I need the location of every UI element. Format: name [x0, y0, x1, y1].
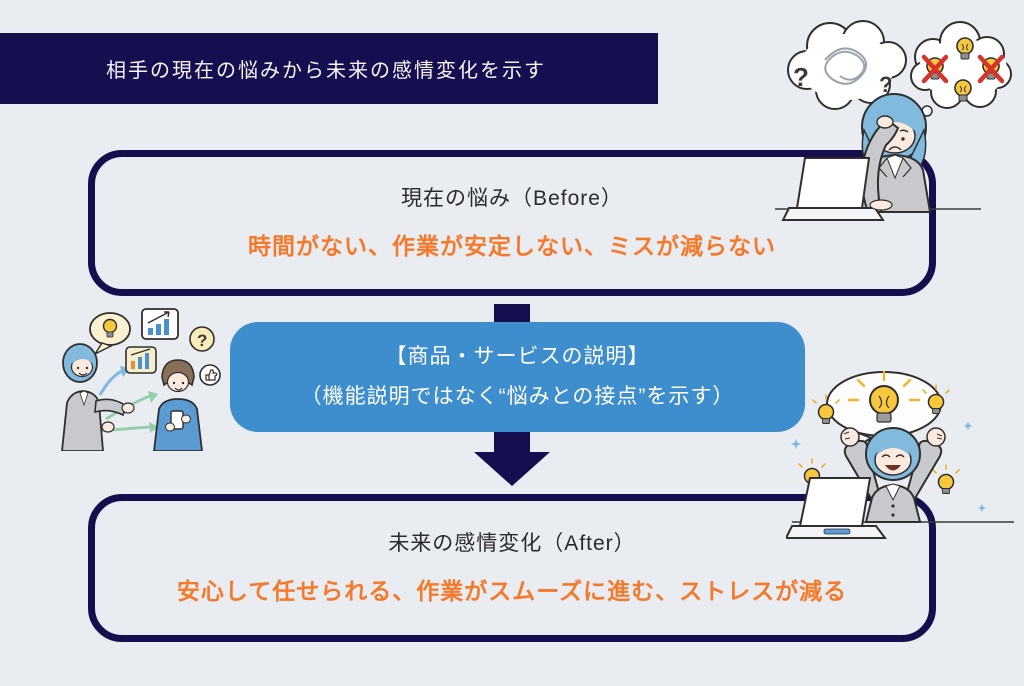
presenter-woman [61, 343, 135, 451]
crossed-ideas-bubble-icon [910, 21, 1012, 127]
red-x-icon [921, 54, 1005, 84]
service-box: 【商品・サービスの説明】 （機能説明ではなく“悩みとの接点”を示す） [230, 322, 805, 432]
header-bar: 相手の現在の悩みから未来の感情変化を示す [0, 33, 658, 104]
svg-text:?: ? [197, 331, 207, 350]
down-arrow-icon [474, 452, 550, 486]
discussion-illustration: ? [50, 303, 238, 451]
worried-woman [859, 93, 932, 213]
laptop-icon [781, 157, 893, 221]
after-box-highlight: 安心して任せられる、作業がスムーズに進む、ストレスが減る [176, 577, 848, 604]
worried-woman-illustration: ? ? [775, 12, 1015, 228]
bar-chart-bubble-icon [125, 346, 157, 374]
idea-speech-bubble-icon [826, 370, 942, 456]
listening-man [153, 359, 203, 451]
happy-woman-illustration [786, 360, 1018, 552]
page-title: 相手の現在の悩みから未来の感情変化を示す [106, 60, 546, 82]
tangled-thoughts-bubble-icon: ? ? [787, 20, 914, 125]
after-box: 未来の感情変化（After） 安心して任せられる、作業がスムーズに進む、ストレス… [88, 494, 936, 642]
lightbulb-icon [932, 464, 960, 495]
connector-shaft [494, 304, 530, 323]
before-box-title: 現在の悩み（Before） [401, 186, 623, 210]
growth-chart-bubble-icon [141, 308, 179, 340]
before-box-highlight: 時間がない、作業が安定しない、ミスが減らない [248, 232, 776, 259]
service-box-line2: （機能説明ではなく“悩みとの接点”を示す） [300, 385, 735, 408]
service-box-line1: 【商品・サービスの説明】 [385, 345, 650, 368]
idea-bubble-icon [89, 312, 131, 356]
question-bubble-icon: ? [189, 326, 215, 352]
after-box-title: 未来の感情変化（After） [388, 531, 636, 555]
question-mark-icon: ? [793, 62, 809, 92]
scribble-icon [824, 47, 868, 85]
happy-woman [840, 427, 946, 523]
question-mark-icon: ? [879, 72, 892, 97]
before-box: 現在の悩み（Before） 時間がない、作業が安定しない、ミスが減らない [88, 150, 936, 296]
laptop-icon [786, 477, 887, 539]
down-arrow-shaft [494, 432, 530, 453]
thumbs-up-bubble-icon [199, 364, 221, 386]
